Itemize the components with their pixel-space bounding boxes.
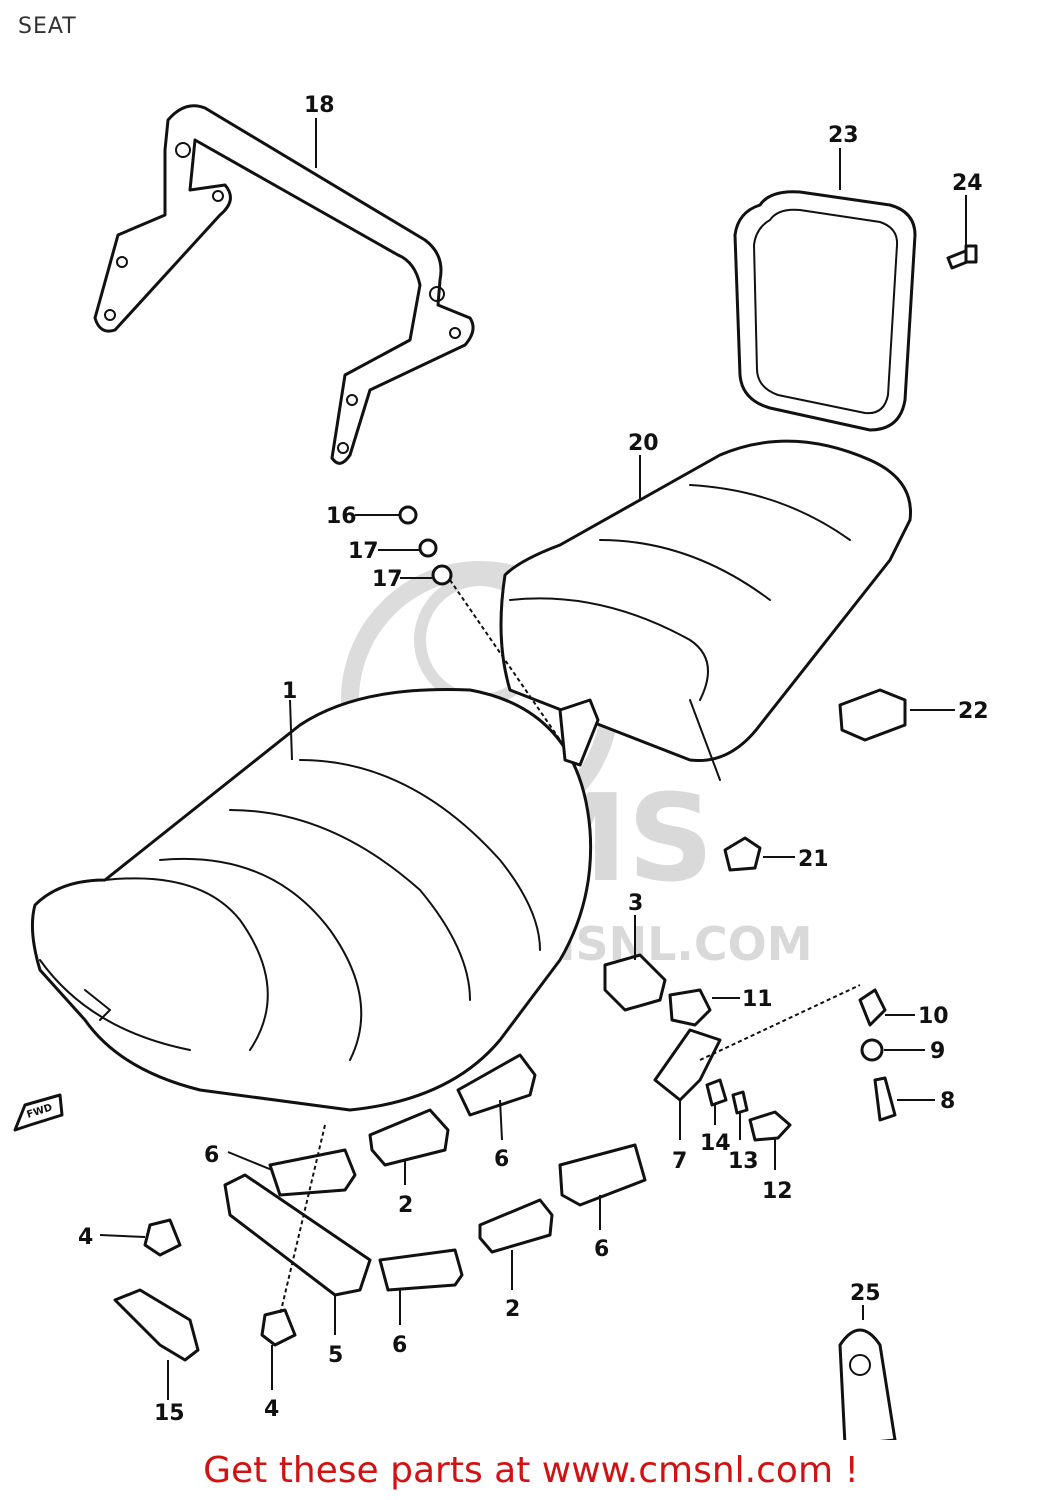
cushion-part-6b bbox=[268, 1148, 357, 1197]
cushion-part-4b bbox=[260, 1308, 297, 1347]
callout-6a: 6 bbox=[494, 1147, 509, 1172]
callout-10: 10 bbox=[918, 1004, 949, 1029]
cushion-part-21 bbox=[723, 836, 762, 872]
callout-15: 17 bbox=[372, 567, 403, 592]
bolt-part-12 bbox=[748, 1110, 792, 1142]
bolt-part-8 bbox=[873, 1076, 897, 1122]
small-parts bbox=[113, 505, 907, 1440]
cushion-part-5 bbox=[223, 1173, 372, 1297]
callout-2a: 2 bbox=[398, 1193, 413, 1218]
cushion-part-6a bbox=[456, 1053, 537, 1117]
callout-4a: 4 bbox=[78, 1225, 93, 1250]
callout-13: 13 bbox=[728, 1149, 759, 1174]
grab-rail-part bbox=[93, 104, 475, 465]
callout-6c: 6 bbox=[594, 1237, 609, 1262]
washer-part-13 bbox=[731, 1090, 749, 1115]
callout-17: 15 bbox=[154, 1401, 185, 1426]
latch-part bbox=[558, 698, 600, 767]
callout-9: 9 bbox=[930, 1039, 945, 1064]
callout-23: 23 bbox=[828, 123, 859, 148]
callout-16: 18 bbox=[304, 93, 335, 118]
bracket-part-7 bbox=[653, 1028, 722, 1102]
callout-21: 21 bbox=[798, 847, 829, 872]
callout-24: 24 bbox=[952, 171, 983, 196]
washer-part-19 bbox=[418, 538, 438, 558]
bracket-part-3 bbox=[603, 953, 667, 1012]
page-title: SEAT bbox=[18, 14, 77, 39]
cushion-part-4a bbox=[143, 1218, 182, 1257]
callout-3: 3 bbox=[628, 891, 643, 916]
cushion-part-6d bbox=[378, 1248, 464, 1292]
callout-12: 12 bbox=[762, 1179, 793, 1204]
callout-14: 14 bbox=[700, 1131, 731, 1156]
callout-6d: 6 bbox=[392, 1333, 407, 1358]
backrest-part bbox=[733, 190, 917, 432]
callout-22: 22 bbox=[958, 699, 989, 724]
bracket-part-2a bbox=[368, 1108, 450, 1167]
callout-2b: 2 bbox=[505, 1297, 520, 1322]
parts-diagram: CMS WWW.CMSNL.COM bbox=[13, 93, 989, 1440]
cushion-part-11 bbox=[668, 988, 712, 1027]
callout-7: 7 bbox=[672, 1149, 687, 1174]
callout-5: 5 bbox=[328, 1343, 343, 1368]
callout-18: 16 bbox=[326, 504, 357, 529]
leader-lines bbox=[99, 118, 967, 1400]
callout-19: 17 bbox=[348, 539, 379, 564]
hook-part-10 bbox=[858, 988, 887, 1027]
fwd-arrow-icon: FWD bbox=[13, 1093, 64, 1132]
bracket-part-2b bbox=[478, 1198, 554, 1254]
bolt-part-18 bbox=[398, 505, 418, 525]
callout-1: 1 bbox=[282, 679, 297, 704]
main-seat-part bbox=[30, 687, 593, 1112]
washer-part-14 bbox=[705, 1078, 728, 1107]
callout-11: 11 bbox=[742, 987, 773, 1012]
callout-8: 8 bbox=[940, 1089, 955, 1114]
screw-part-24 bbox=[946, 244, 978, 270]
label-part-25 bbox=[838, 1328, 897, 1440]
nut-part-15 bbox=[431, 564, 453, 586]
bracket-part-17 bbox=[113, 1288, 200, 1362]
pillion-seat-part bbox=[499, 439, 912, 781]
rubber-part-22 bbox=[838, 688, 907, 742]
washer-part-9 bbox=[860, 1038, 884, 1062]
cushion-part-6c bbox=[558, 1143, 647, 1207]
callout-6b: 6 bbox=[204, 1143, 219, 1168]
footer-link[interactable]: Get these parts at www.cmsnl.com ! bbox=[203, 1450, 859, 1491]
callout-25: 25 bbox=[850, 1281, 881, 1306]
callout-numbers: 18 23 24 20 16 17 17 1 22 21 3 11 10 9 8… bbox=[78, 93, 989, 1426]
callout-4b: 4 bbox=[264, 1397, 279, 1422]
callout-20: 20 bbox=[628, 431, 659, 456]
